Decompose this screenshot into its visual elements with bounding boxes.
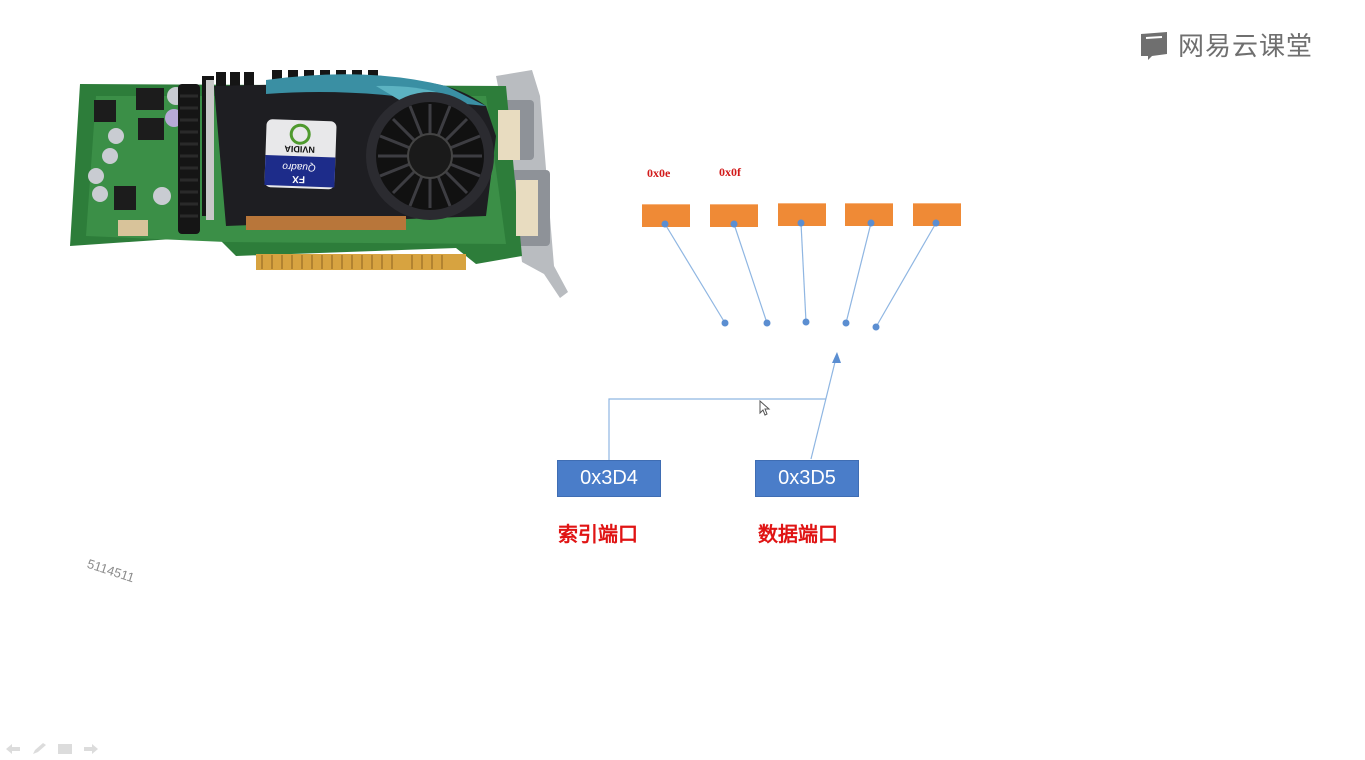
register-pin-5	[932, 219, 940, 227]
register-pin-4	[867, 219, 875, 227]
selector-dot-3	[802, 318, 810, 326]
svg-text:FX: FX	[292, 173, 305, 184]
brand-name: 网易云课堂	[1178, 32, 1314, 62]
index-port-caption: 索引端口	[558, 522, 638, 546]
book-logo-icon	[1141, 31, 1167, 60]
wire-2	[733, 223, 768, 324]
register-pin-3	[797, 219, 805, 227]
wire-3	[800, 222, 807, 323]
data-port-wire	[810, 357, 837, 460]
index-port-wire	[608, 398, 826, 460]
svg-text:Quadro: Quadro	[282, 161, 316, 173]
register-pin-2	[730, 220, 738, 228]
svg-text:NVIDIA: NVIDIA	[284, 144, 315, 155]
forward-icon[interactable]	[82, 742, 100, 756]
wire-5	[875, 222, 937, 328]
slides-icon[interactable]	[56, 742, 74, 756]
wire-1	[664, 223, 726, 324]
arrowhead-icon	[832, 352, 841, 363]
brand-logo: 网易云课堂	[1138, 26, 1313, 63]
register-box-5	[913, 203, 961, 226]
data-port-box: 0x3D5	[755, 460, 859, 497]
register-label-0x0f: 0x0f	[719, 165, 741, 179]
selector-dot-2	[763, 319, 771, 327]
wire-4	[845, 222, 872, 324]
selector-dot-1	[721, 319, 729, 327]
register-pin-1	[661, 220, 669, 228]
selector-dot-5	[872, 323, 880, 331]
selector-dot-4	[842, 319, 850, 327]
mouse-cursor-icon	[759, 400, 771, 416]
slideshow-toolbar	[4, 742, 100, 756]
graphics-card-image: NVIDIA Quadro FX	[70, 70, 568, 298]
register-box-1	[642, 204, 690, 227]
register-label-0x0e: 0x0e	[647, 166, 671, 180]
back-icon[interactable]	[4, 742, 22, 756]
register-box-2	[710, 204, 758, 227]
pen-icon[interactable]	[30, 742, 48, 756]
data-port-caption: 数据端口	[758, 522, 838, 546]
index-port-box: 0x3D4	[557, 460, 661, 497]
register-box-4	[845, 203, 893, 226]
register-box-3	[778, 203, 826, 226]
